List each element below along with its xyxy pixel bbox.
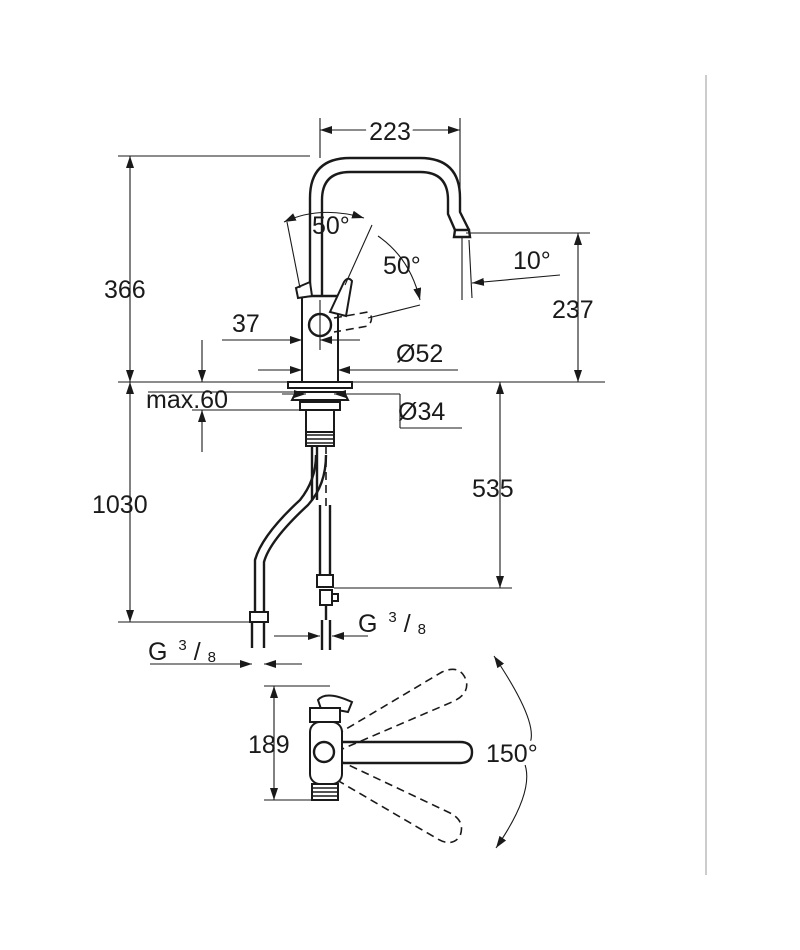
- label-supply-prefix: G: [358, 610, 377, 638]
- dim-total-height: 366: [104, 155, 310, 382]
- label-countertop-thickness: max.60: [146, 386, 228, 414]
- mounting-nut: [299, 401, 341, 411]
- dim-mounting-hole-diameter: Ø34: [282, 390, 462, 429]
- supply-tube-lower: [320, 620, 332, 650]
- dim-lever-offset: 37: [222, 300, 360, 350]
- pullout-hose-inner: [262, 454, 328, 618]
- label-hose-connection: G 3 / 8: [148, 628, 216, 666]
- label-lever-offset: 37: [232, 310, 260, 338]
- label-handle-angle-upper: 50°: [312, 212, 350, 240]
- label-supply-connection: G 3 / 8: [358, 600, 426, 638]
- dim-shank-length: 535: [334, 382, 514, 589]
- shank-thread: [305, 431, 335, 447]
- dim-hose-connection: G 3 / 8: [148, 628, 302, 668]
- dim-body-diameter: Ø52: [258, 340, 458, 374]
- spout-swivel-lower: [329, 759, 463, 844]
- dim-handle-angle-side: 50°: [367, 235, 422, 319]
- label-spout-tilt: 10°: [513, 247, 551, 275]
- label-supply-numerator: 3: [388, 609, 396, 626]
- dim-top-view-height: 189: [248, 685, 330, 801]
- dim-spout-height: 237: [466, 232, 594, 382]
- label-total-height: 366: [104, 276, 146, 304]
- dim-swivel-angle: 150°: [482, 655, 542, 849]
- hose-connector: [249, 611, 269, 623]
- label-supply-slash: /: [404, 610, 411, 638]
- mounting-collar: [290, 391, 350, 401]
- supply-hose-right: [318, 505, 332, 575]
- label-shank-length: 535: [472, 475, 514, 503]
- label-supply-denominator: 8: [418, 621, 426, 638]
- top-view-lever-base: [309, 707, 341, 723]
- mounting-shank: [305, 409, 335, 433]
- lever-handle: [328, 277, 354, 318]
- supply-fitting: [316, 574, 334, 588]
- dim-spout-reach: 223: [319, 114, 461, 200]
- label-hose-prefix: G: [148, 638, 167, 666]
- dim-spout-tilt: 10°: [468, 239, 561, 299]
- top-view-thread: [311, 783, 339, 801]
- pullout-hose-outer: [253, 454, 318, 618]
- supply-valve: [319, 589, 339, 606]
- dim-hose-length: 1030: [92, 382, 252, 623]
- hose-end: [250, 622, 266, 648]
- label-top-view-height: 189: [248, 731, 290, 759]
- body-knob: [294, 280, 314, 300]
- spout-swivel-upper: [335, 668, 468, 751]
- spout-outer-outline: [308, 156, 471, 300]
- label-hose-length: 1030: [92, 491, 148, 519]
- faucet-top-view: [309, 668, 474, 844]
- top-view-cartridge: [312, 740, 336, 764]
- label-hose-slash: /: [194, 638, 201, 666]
- label-hose-denominator: 8: [208, 649, 216, 666]
- label-swivel-angle: 150°: [486, 740, 538, 768]
- label-body-diameter: Ø52: [396, 340, 443, 368]
- faucet-elevation: [249, 156, 472, 650]
- label-spout-reach: 223: [369, 118, 411, 146]
- dim-handle-angle-upper: 50°: [283, 210, 373, 289]
- spout-inner-outline: [320, 170, 457, 300]
- lever-handle-alt: [333, 311, 373, 333]
- label-hose-numerator: 3: [178, 637, 186, 654]
- base-flange: [287, 381, 353, 389]
- label-handle-angle-side: 50°: [383, 252, 421, 280]
- spout-head: [452, 228, 472, 239]
- label-mounting-hole-diameter: Ø34: [398, 398, 445, 426]
- dim-supply-connection: G 3 / 8: [274, 600, 426, 640]
- spout-top-solid: [332, 740, 474, 765]
- label-spout-height: 237: [552, 296, 594, 324]
- dim-countertop-thickness: max.60: [146, 340, 300, 452]
